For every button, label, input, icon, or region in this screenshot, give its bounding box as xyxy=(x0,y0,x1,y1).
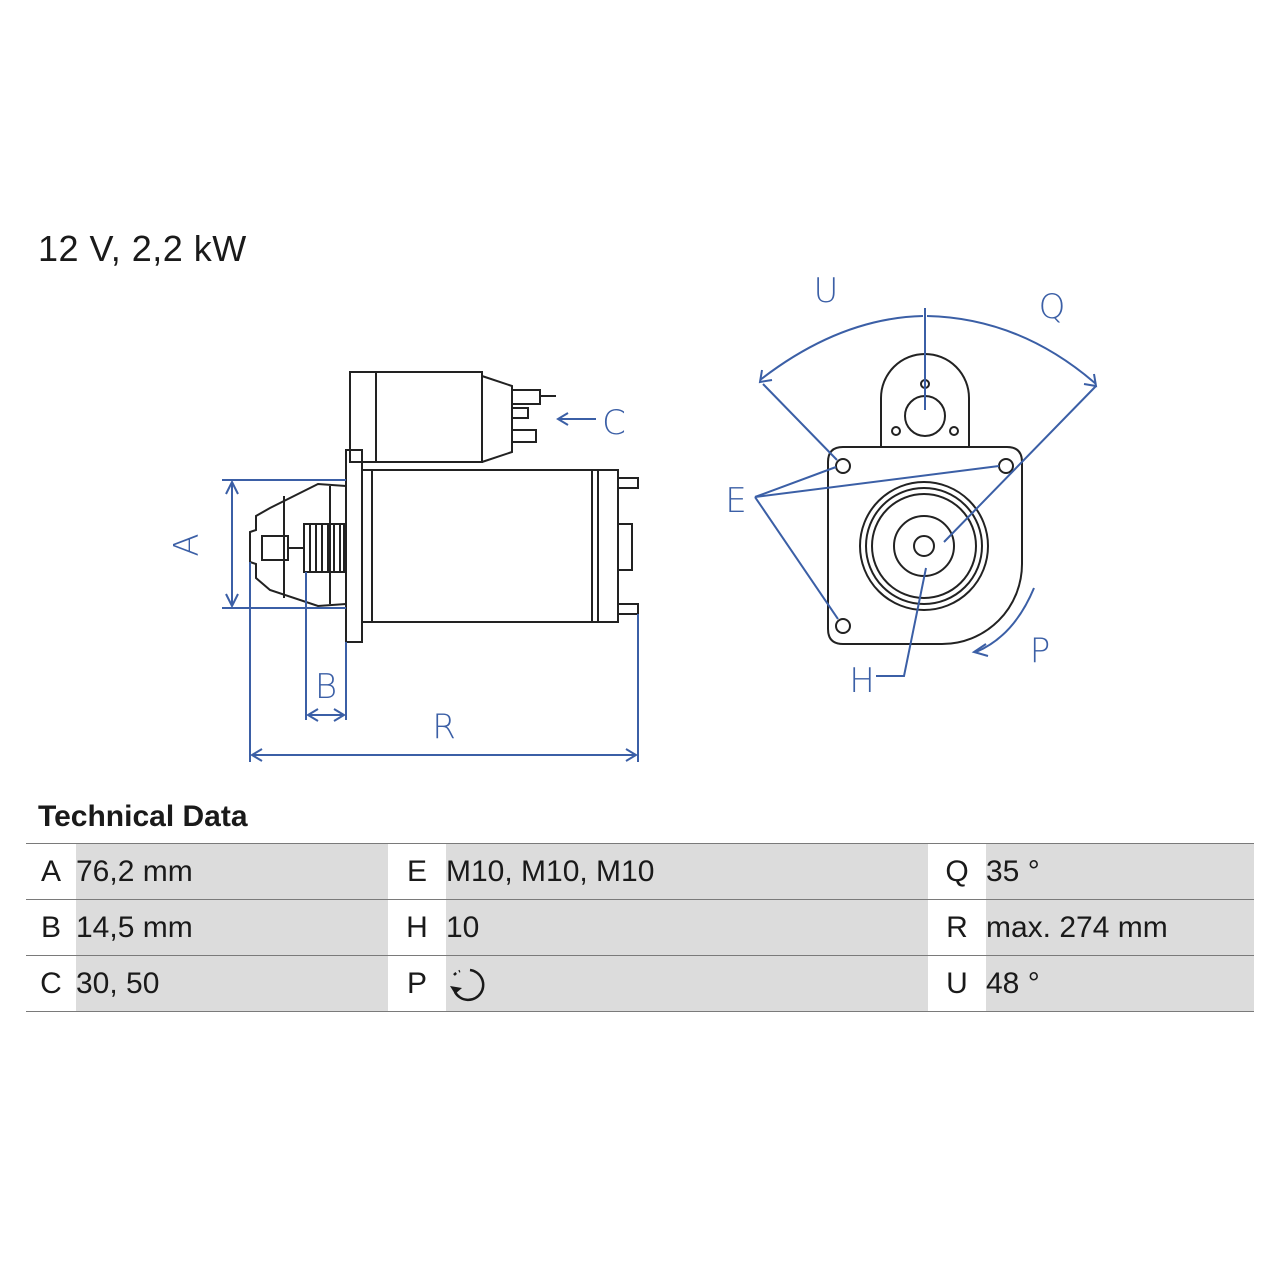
param-key: B xyxy=(26,899,76,956)
param-value: 10 xyxy=(446,899,928,956)
label-e: E xyxy=(725,481,746,521)
param-value-p xyxy=(446,955,928,1012)
param-value: 76,2 mm xyxy=(76,843,388,900)
leader-e xyxy=(754,466,837,498)
label-c: C xyxy=(602,403,626,443)
param-value: M10, M10, M10 xyxy=(446,843,928,900)
leader-h xyxy=(876,567,927,677)
technical-data-table: A 76,2 mm E M10, M10, M10 Q 35 ° B 14,5 … xyxy=(26,843,1254,1012)
front-dimensions xyxy=(754,308,1098,677)
dimension-u-arc xyxy=(759,315,924,381)
rotation-direction-icon xyxy=(450,968,485,1001)
param-key: H xyxy=(388,899,446,956)
table-row: B 14,5 mm H 10 R max. 274 mm xyxy=(26,899,1254,956)
param-value: 30, 50 xyxy=(76,955,388,1012)
mount-hole xyxy=(835,458,851,474)
mounting-flange xyxy=(345,449,363,643)
param-key: E xyxy=(388,843,446,900)
label-a: A xyxy=(167,533,207,556)
leader-e xyxy=(754,465,1000,498)
front-flange xyxy=(827,446,1023,645)
mount-hole xyxy=(998,458,1014,474)
side-dimensions xyxy=(222,412,639,762)
param-value: max. 274 mm xyxy=(986,899,1254,956)
param-key: P xyxy=(388,955,446,1012)
rotation-arrow xyxy=(975,587,1035,653)
table-row: A 76,2 mm E M10, M10, M10 Q 35 ° xyxy=(26,843,1254,900)
param-key: R xyxy=(928,899,986,956)
param-key: U xyxy=(928,955,986,1012)
dimension-q-arc xyxy=(926,315,1097,385)
table-row: C 30, 50 P U 48 ° xyxy=(26,955,1254,1012)
param-value: 48 ° xyxy=(986,955,1254,1012)
label-r: R xyxy=(432,707,456,747)
side-view xyxy=(249,371,639,643)
param-key: Q xyxy=(928,843,986,900)
label-h: H xyxy=(849,661,875,701)
page-title: 12 V, 2,2 kW xyxy=(38,228,247,269)
motor-body xyxy=(361,469,593,623)
label-p: P xyxy=(1030,631,1051,671)
label-b: B xyxy=(315,667,337,707)
param-key: C xyxy=(26,955,76,1012)
leader-e xyxy=(754,496,839,620)
param-key: A xyxy=(26,843,76,900)
nose-housing xyxy=(249,482,347,608)
label-u: U xyxy=(814,271,839,311)
solenoid xyxy=(349,371,483,463)
label-q: Q xyxy=(1039,287,1066,327)
mount-hole xyxy=(835,618,851,634)
technical-drawing: A B C R U Q E H P xyxy=(167,271,1098,762)
end-cap xyxy=(591,469,619,623)
param-value: 14,5 mm xyxy=(76,899,388,956)
technical-data-title: Technical Data xyxy=(38,800,248,833)
param-value: 35 ° xyxy=(986,843,1254,900)
